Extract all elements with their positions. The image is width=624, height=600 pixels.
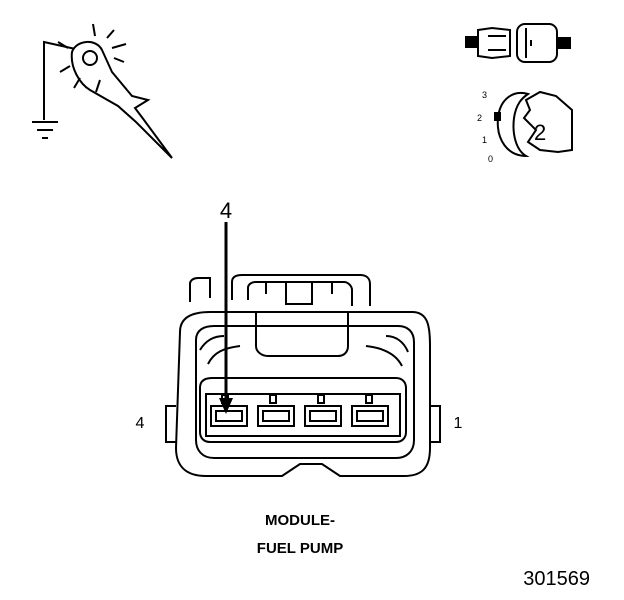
pin-label-right: 1 [454,415,463,432]
key-position-3: 3 [482,90,487,100]
terminal-cavity-1 [351,394,389,427]
key-position-2: 2 [477,113,482,123]
connector-face [165,274,441,477]
terminal-cavity-3 [257,394,295,427]
test-light-probe-icon [43,23,173,159]
key-number: 2 [534,120,546,145]
pin-label-left: 4 [136,415,145,432]
terminal-cavities [210,394,389,427]
figure-number: 301569 [523,568,590,590]
caption-line-1: MODULE- [265,512,335,529]
ground-symbol-icon [32,121,58,139]
ignition-key-icon: 3 2 1 0 2 [477,90,573,164]
pointer-label: 4 [220,198,232,223]
connector-disconnected-icon [465,23,571,63]
key-position-1: 1 [482,135,487,145]
terminal-cavity-2 [304,394,342,427]
pointer-arrow [219,222,233,414]
key-position-0: 0 [488,154,493,164]
caption-line-2: FUEL PUMP [256,540,344,557]
